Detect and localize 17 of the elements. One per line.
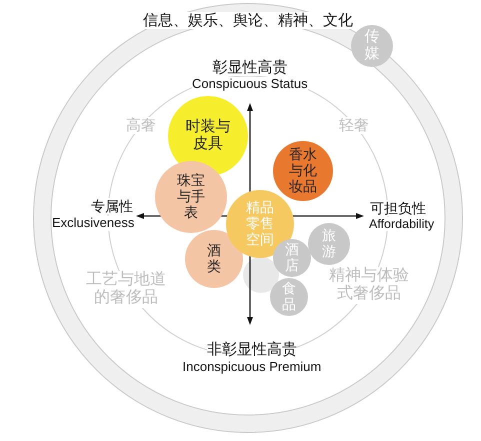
- axis-label: 彰显性高贵: [212, 59, 288, 76]
- axis-label: Exclusiveness: [52, 216, 134, 231]
- quadrant-label: 高奢: [126, 117, 156, 134]
- axis-label: 专属性: [91, 198, 133, 214]
- quadrant-label: 工艺与地道的奢侈品: [85, 271, 167, 308]
- axis-label: Inconspicuous Premium: [182, 360, 322, 375]
- ring-label: 信息、娱乐、舆论、精神、文化: [143, 12, 353, 30]
- quadrant-label: 精神与体验式奢侈品: [328, 267, 410, 304]
- axis-label: Conspicuous Status: [192, 77, 308, 92]
- axis-label: 可担负性: [370, 200, 426, 216]
- axis-label: Affordability: [369, 217, 434, 232]
- axis-label: 非彰显性高贵: [207, 341, 297, 358]
- category-bubble: 香水与化妆品: [273, 141, 333, 201]
- quadrant-label: 轻奢: [339, 117, 369, 134]
- category-bubble: 酒类: [185, 230, 243, 288]
- outer-ring: [33, 3, 463, 433]
- category-bubble: 珠宝与手表: [155, 161, 227, 233]
